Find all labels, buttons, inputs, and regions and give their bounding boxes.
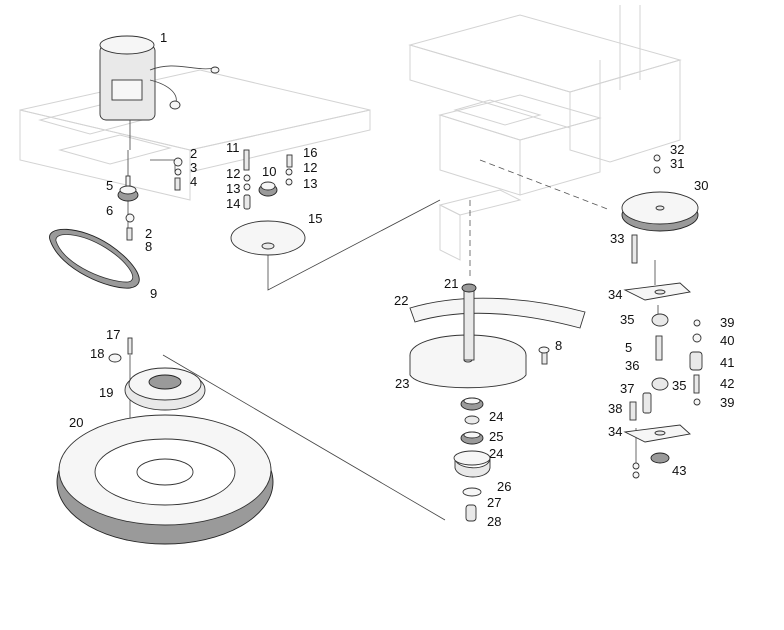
callout-9: 9 [150, 286, 157, 301]
callout-18: 18 [90, 346, 104, 361]
pulley-assembly [230, 149, 306, 256]
callout-5: 5 [106, 178, 113, 193]
callout-26: 26 [497, 479, 511, 494]
callout-4: 4 [190, 174, 197, 189]
motor-hardware [117, 157, 183, 241]
callout-36: 36 [625, 358, 639, 373]
callout-25: 25 [489, 429, 503, 444]
callout-39: 39 [720, 315, 734, 330]
callout-5b: 5 [625, 340, 632, 355]
callout-2: 2 [190, 146, 197, 161]
callout-19: 19 [99, 385, 113, 400]
callout-28: 28 [487, 514, 501, 529]
callout-13: 13 [226, 181, 240, 196]
callout-1: 1 [160, 30, 167, 45]
callout-24b: 24 [489, 446, 503, 461]
drum-assembly [409, 283, 586, 389]
callout-8b: 8 [555, 338, 562, 353]
callout-2b: 2 [145, 226, 152, 241]
ghost-chassis [19, 5, 682, 261]
callout-42: 42 [720, 376, 734, 391]
callout-12: 12 [226, 166, 240, 181]
callout-13b: 13 [303, 176, 317, 191]
callout-35b: 35 [672, 378, 686, 393]
motor [99, 35, 220, 150]
callout-41: 41 [720, 355, 734, 370]
callout-39b: 39 [720, 395, 734, 410]
callout-34: 34 [608, 287, 622, 302]
callout-labels: 1 2 3 4 5 6 2 8 9 11 12 13 14 10 16 12 1… [69, 30, 734, 529]
callout-23: 23 [395, 376, 409, 391]
callout-17: 17 [106, 327, 120, 342]
callout-34b: 34 [608, 424, 622, 439]
callout-35: 35 [620, 312, 634, 327]
callout-32: 32 [670, 142, 684, 157]
callout-33: 33 [610, 231, 624, 246]
callout-40: 40 [720, 333, 734, 348]
callout-16: 16 [303, 145, 317, 160]
bearing-stack [453, 397, 491, 522]
callout-30: 30 [694, 178, 708, 193]
brush-assembly [56, 337, 274, 545]
drive-belt [49, 228, 140, 289]
callout-12b: 12 [303, 160, 317, 175]
callout-43: 43 [672, 463, 686, 478]
callout-11: 11 [226, 140, 240, 155]
callout-22: 22 [394, 293, 408, 308]
callout-10: 10 [262, 164, 276, 179]
callout-37: 37 [620, 381, 634, 396]
callout-14: 14 [226, 196, 240, 211]
callout-31: 31 [670, 156, 684, 171]
right-drive-assembly [621, 154, 703, 479]
callout-24: 24 [489, 409, 503, 424]
callout-3: 3 [190, 160, 197, 175]
callout-8: 8 [145, 239, 152, 254]
callout-6: 6 [106, 203, 113, 218]
callout-21: 21 [444, 276, 458, 291]
callout-27: 27 [487, 495, 501, 510]
callout-15: 15 [308, 211, 322, 226]
callout-38: 38 [608, 401, 622, 416]
callout-20: 20 [69, 415, 83, 430]
